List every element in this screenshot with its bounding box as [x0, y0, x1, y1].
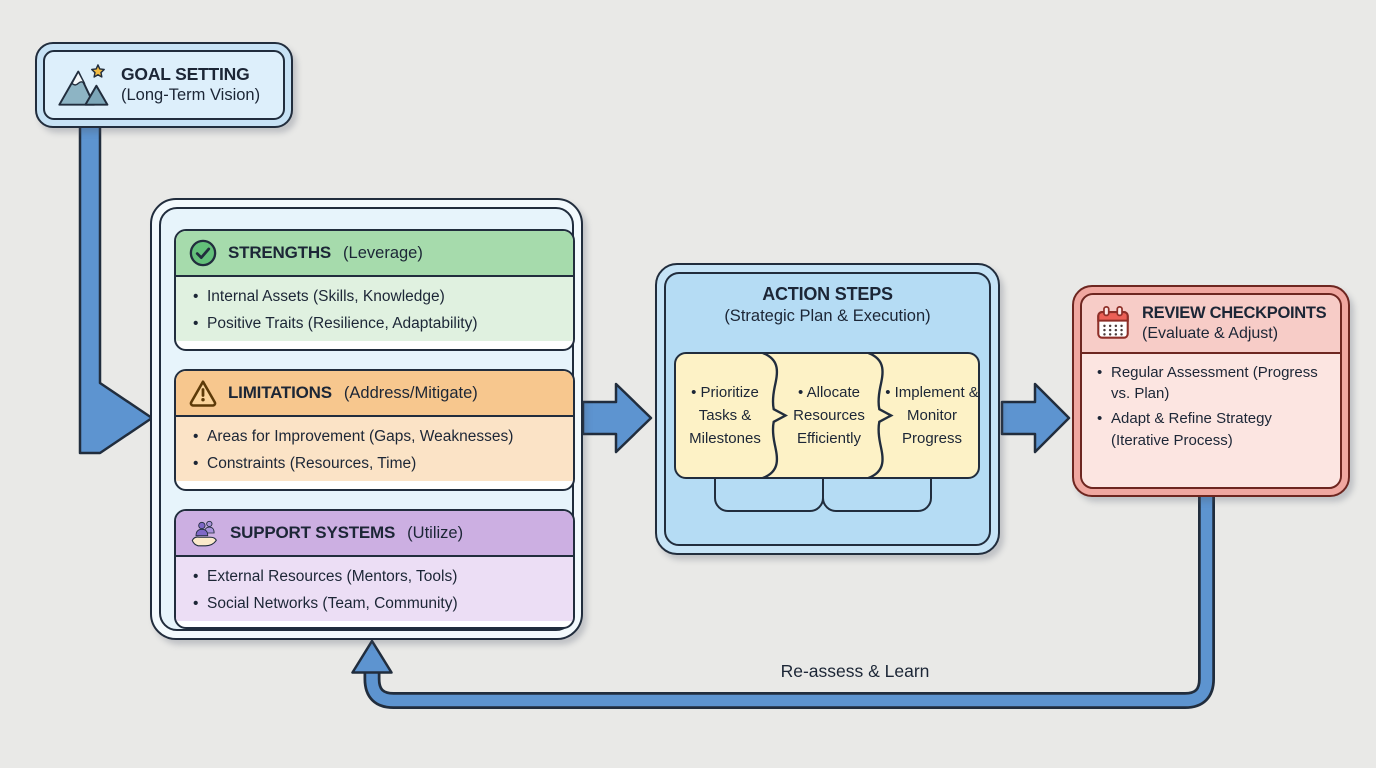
goal-setting-subtitle: (Long-Term Vision)	[121, 86, 261, 105]
bullet-item: External Resources (Mentors, Tools)	[192, 564, 563, 591]
review-checkpoints-text: REVIEW CHECKPOINTS (Evaluate & Adjust)	[1142, 303, 1327, 344]
assessment-node: STRENGTHS (Leverage) Internal Assets (Sk…	[150, 198, 583, 640]
action-steps-title: ACTION STEPS	[762, 284, 893, 304]
bullet-item: Internal Assets (Skills, Knowledge)	[192, 284, 563, 311]
warning-triangle-icon	[189, 380, 217, 407]
bullet-item: Constraints (Resources, Time)	[192, 451, 563, 478]
action-steps-header: ACTION STEPS (Strategic Plan & Execution…	[666, 284, 989, 326]
support-hand-icon	[191, 520, 217, 547]
limitations-title: LIMITATIONS	[228, 383, 332, 402]
strengths-title: STRENGTHS	[228, 243, 332, 262]
action-steps-inner: ACTION STEPS (Strategic Plan & Execution…	[664, 272, 991, 546]
bullet-item: Adapt & Refine Strategy (Iterative Proce…	[1096, 408, 1332, 451]
support-systems-title: SUPPORT SYSTEMS	[230, 523, 396, 542]
goal-setting-inner: GOAL SETTING (Long-Term Vision)	[43, 50, 285, 120]
arrow-action-to-review	[1000, 382, 1071, 454]
action-step-2: Allocate Resources Efficiently	[778, 381, 880, 451]
support-systems-section: SUPPORT SYSTEMS (Utilize) External Resou…	[174, 509, 575, 629]
review-checkpoints-title: REVIEW CHECKPOINTS	[1142, 304, 1327, 322]
feedback-loop-line	[366, 495, 1213, 707]
feedback-loop-label: Re-assess & Learn	[780, 661, 930, 681]
arrow-assessment-to-action	[581, 382, 653, 454]
support-systems-body: External Resources (Mentors, Tools) Soci…	[176, 557, 573, 622]
support-systems-qualifier: (Utilize)	[407, 523, 464, 542]
goal-setting-node: GOAL SETTING (Long-Term Vision)	[35, 42, 293, 128]
goal-setting-text: GOAL SETTING (Long-Term Vision)	[121, 64, 260, 106]
review-checkpoints-node: REVIEW CHECKPOINTS (Evaluate & Adjust) R…	[1072, 285, 1350, 497]
calendar-icon	[1097, 306, 1129, 340]
check-circle-icon	[189, 239, 217, 267]
strengths-header: STRENGTHS (Leverage)	[176, 231, 573, 277]
action-step-1: Prioritize Tasks & Milestones	[678, 381, 772, 451]
support-systems-header: SUPPORT SYSTEMS (Utilize)	[176, 511, 573, 557]
limitations-header: LIMITATIONS (Address/Mitigate)	[176, 371, 573, 417]
action-steps-subtitle: (Strategic Plan & Execution)	[724, 307, 931, 325]
assessment-inner: STRENGTHS (Leverage) Internal Assets (Sk…	[159, 207, 575, 631]
action-step-3: Implement & Monitor Progress	[884, 381, 980, 451]
review-checkpoints-inner: REVIEW CHECKPOINTS (Evaluate & Adjust) R…	[1080, 293, 1342, 489]
action-steps-node: ACTION STEPS (Strategic Plan & Execution…	[655, 263, 1000, 555]
review-checkpoints-subtitle: (Evaluate & Adjust)	[1142, 325, 1279, 343]
goal-setting-title: GOAL SETTING	[121, 64, 250, 85]
bullet-item: Positive Traits (Resilience, Adaptabilit…	[192, 311, 563, 338]
limitations-section: LIMITATIONS (Address/Mitigate) Areas for…	[174, 369, 575, 491]
bullet-item: Areas for Improvement (Gaps, Weaknesses)	[192, 424, 563, 451]
bullet-item: Regular Assessment (Progress vs. Plan)	[1096, 362, 1332, 405]
limitations-body: Areas for Improvement (Gaps, Weaknesses)…	[176, 417, 573, 482]
action-steps-panel: Prioritize Tasks & Milestones Allocate R…	[674, 352, 980, 479]
strengths-qualifier: (Leverage)	[343, 243, 423, 262]
strengths-section: STRENGTHS (Leverage) Internal Assets (Sk…	[174, 229, 575, 351]
review-checkpoints-header: REVIEW CHECKPOINTS (Evaluate & Adjust)	[1082, 295, 1340, 354]
limitations-qualifier: (Address/Mitigate)	[343, 383, 478, 402]
bullet-item: Social Networks (Team, Community)	[192, 591, 563, 618]
strengths-body: Internal Assets (Skills, Knowledge) Posi…	[176, 277, 573, 342]
mountain-star-icon	[58, 64, 109, 106]
feedback-loop-arrowhead	[351, 639, 393, 674]
review-checkpoints-body: Regular Assessment (Progress vs. Plan) A…	[1082, 353, 1340, 487]
arrow-goal-to-assessment	[78, 118, 154, 455]
